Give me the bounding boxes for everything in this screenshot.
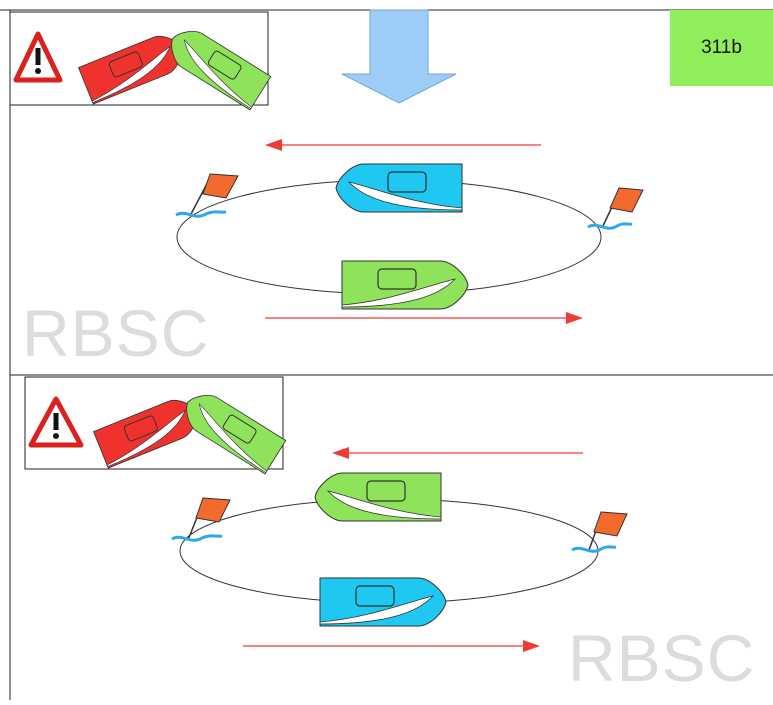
wind-arrow-icon: [341, 9, 457, 104]
arrowhead-left: [332, 447, 349, 459]
warning-triangle-icon: [28, 396, 84, 448]
green-boat: [314, 472, 442, 522]
watermark-top: RBSC: [22, 296, 210, 370]
blue-boat: [335, 163, 463, 213]
flag-icon: [175, 173, 239, 218]
flag-icon: [571, 511, 628, 553]
rule-number-badge: 311b: [670, 10, 773, 86]
watermark-bottom: RBSC: [568, 621, 756, 695]
arrowhead-right: [523, 640, 540, 652]
arrowhead-left: [265, 139, 282, 151]
flag-icon: [587, 187, 644, 230]
green-boat: [341, 260, 469, 310]
arrowhead-right: [566, 312, 583, 324]
warning-triangle-icon: [13, 31, 63, 83]
flag-icon: [171, 497, 231, 542]
blue-boat: [319, 577, 447, 627]
collision-inset-top: [9, 11, 272, 111]
collision-inset-bottom: [24, 376, 287, 475]
